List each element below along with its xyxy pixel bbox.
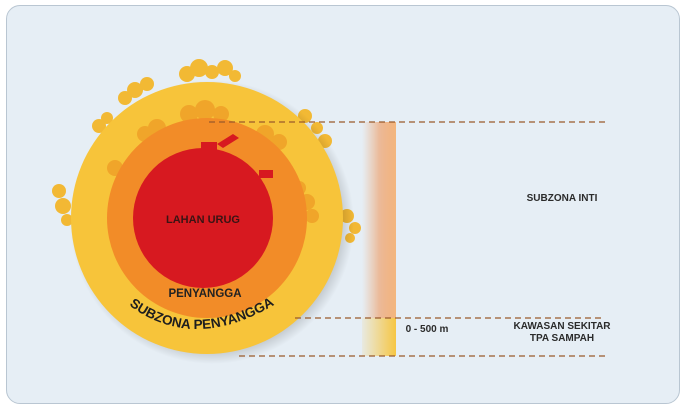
core-label: LAHAN URUG	[166, 214, 240, 226]
middle-ring-label: PENYANGGA	[168, 288, 242, 300]
kawasan-sekitar-label: KAWASAN SEKITAR TPA SAMPAH	[497, 321, 627, 345]
distance-band	[362, 122, 396, 318]
distance-label: 0 - 500 m	[405, 324, 449, 335]
zone-diagram: SUBZONA PENYANGGA	[52, 59, 605, 364]
diagram-panel: SUBZONA PENYANGGA LAHAN URUG PENYANGGA S…	[6, 5, 680, 404]
excavator-icon	[201, 134, 273, 178]
kawasan-line-1: KAWASAN SEKITAR	[513, 321, 611, 332]
zone-boundary-lines	[209, 121, 605, 357]
core-lahan-urug	[133, 148, 273, 288]
distance-band-lower	[362, 318, 396, 356]
kawasan-line-2: TPA SAMPAH	[529, 333, 595, 344]
subzona-inti-label: SUBZONA INTI	[526, 193, 598, 204]
